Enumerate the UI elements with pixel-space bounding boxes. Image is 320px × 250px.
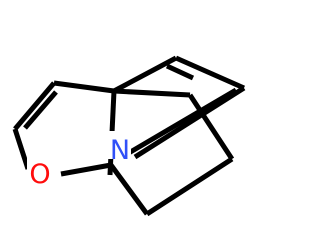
bond-c5-n bbox=[133, 85, 246, 160]
bond-c2-o1 bbox=[12, 128, 31, 170]
bond-c2-c3-inner bbox=[23, 90, 58, 130]
label-backdrop-n bbox=[107, 131, 131, 159]
bond-c4-c5-inner bbox=[165, 63, 195, 81]
oxygen-atom-label: O bbox=[29, 159, 50, 190]
structure-canvas: O N bbox=[12, 55, 246, 217]
bond-c3-c3a bbox=[53, 80, 115, 94]
bond-c2-c3 bbox=[13, 81, 56, 131]
nitrogen-atom-label: N bbox=[110, 135, 130, 166]
molecule-drawing: O N bbox=[12, 55, 246, 217]
atom-labels: O N bbox=[27, 131, 131, 190]
bond-c8-c9 bbox=[187, 93, 235, 161]
bond-o1-c7a bbox=[60, 162, 112, 177]
bond-c9-c10 bbox=[145, 156, 234, 217]
bond-c10-c7a bbox=[108, 163, 150, 216]
bond-c3a-c8 bbox=[113, 88, 191, 98]
bond-c5-n-inner bbox=[125, 87, 238, 157]
label-backdrop-o bbox=[27, 155, 51, 183]
bond-c3a-c4 bbox=[112, 55, 178, 94]
bond-c4-c5 bbox=[174, 55, 246, 91]
